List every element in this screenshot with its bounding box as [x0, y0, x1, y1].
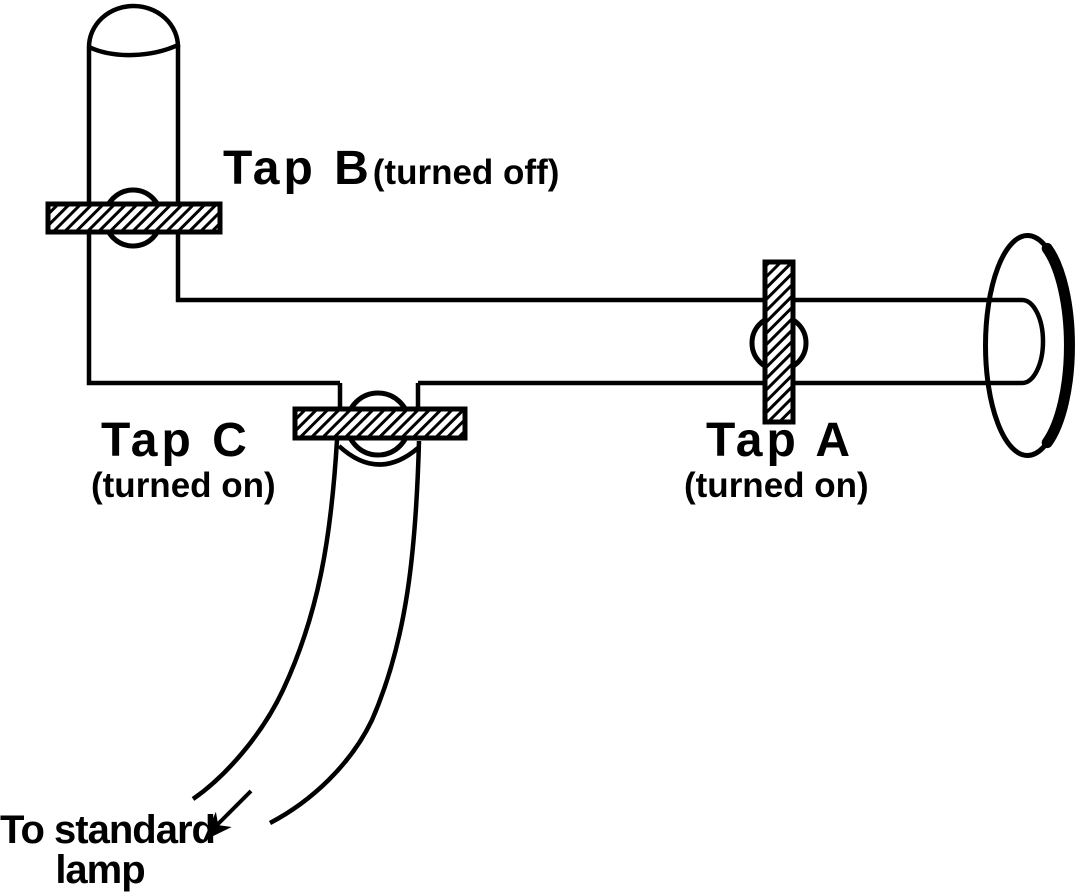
flow-arrow-shaft	[213, 789, 253, 829]
hose-cup-arc	[337, 444, 420, 467]
tap-b-name: Tap B	[223, 142, 373, 195]
hose-left-edge	[191, 439, 340, 801]
hose-right-edge	[268, 440, 422, 825]
tap-b-state: (turned off)	[372, 153, 560, 192]
outlet-label-line2: lamp	[55, 848, 145, 892]
vertical-tube-right-edge-and-pipe-top	[175, 45, 1022, 303]
vertical-tube-dome-cap	[86, 3, 181, 48]
pipe-end-cap	[1021, 297, 1046, 386]
tap-c-state: (turned on)	[91, 466, 276, 505]
vertical-tube-cap-base	[88, 42, 179, 58]
tap-c-name: Tap C	[101, 414, 251, 467]
vertical-tube-left-edge-and-pipe-bottom-left	[86, 47, 340, 386]
outlet-label: To standard lamp	[0, 808, 216, 892]
tap-c-label: Tap C	[101, 417, 251, 465]
flow-arrow-head	[203, 811, 232, 841]
tap-c-handle	[292, 406, 468, 441]
bell-flange-shade	[1041, 242, 1075, 449]
tap-b-handle	[45, 201, 223, 235]
tap-a-name: Tap A	[706, 414, 854, 467]
tap-a-state: (turned on)	[684, 466, 869, 505]
outlet-label-line1: To standard	[0, 808, 216, 852]
tap-b-label: Tap B(turned off)	[223, 145, 559, 193]
tap-a-label: Tap A	[706, 417, 854, 465]
tap-a-handle	[762, 259, 796, 425]
flow-arrow	[203, 789, 253, 841]
